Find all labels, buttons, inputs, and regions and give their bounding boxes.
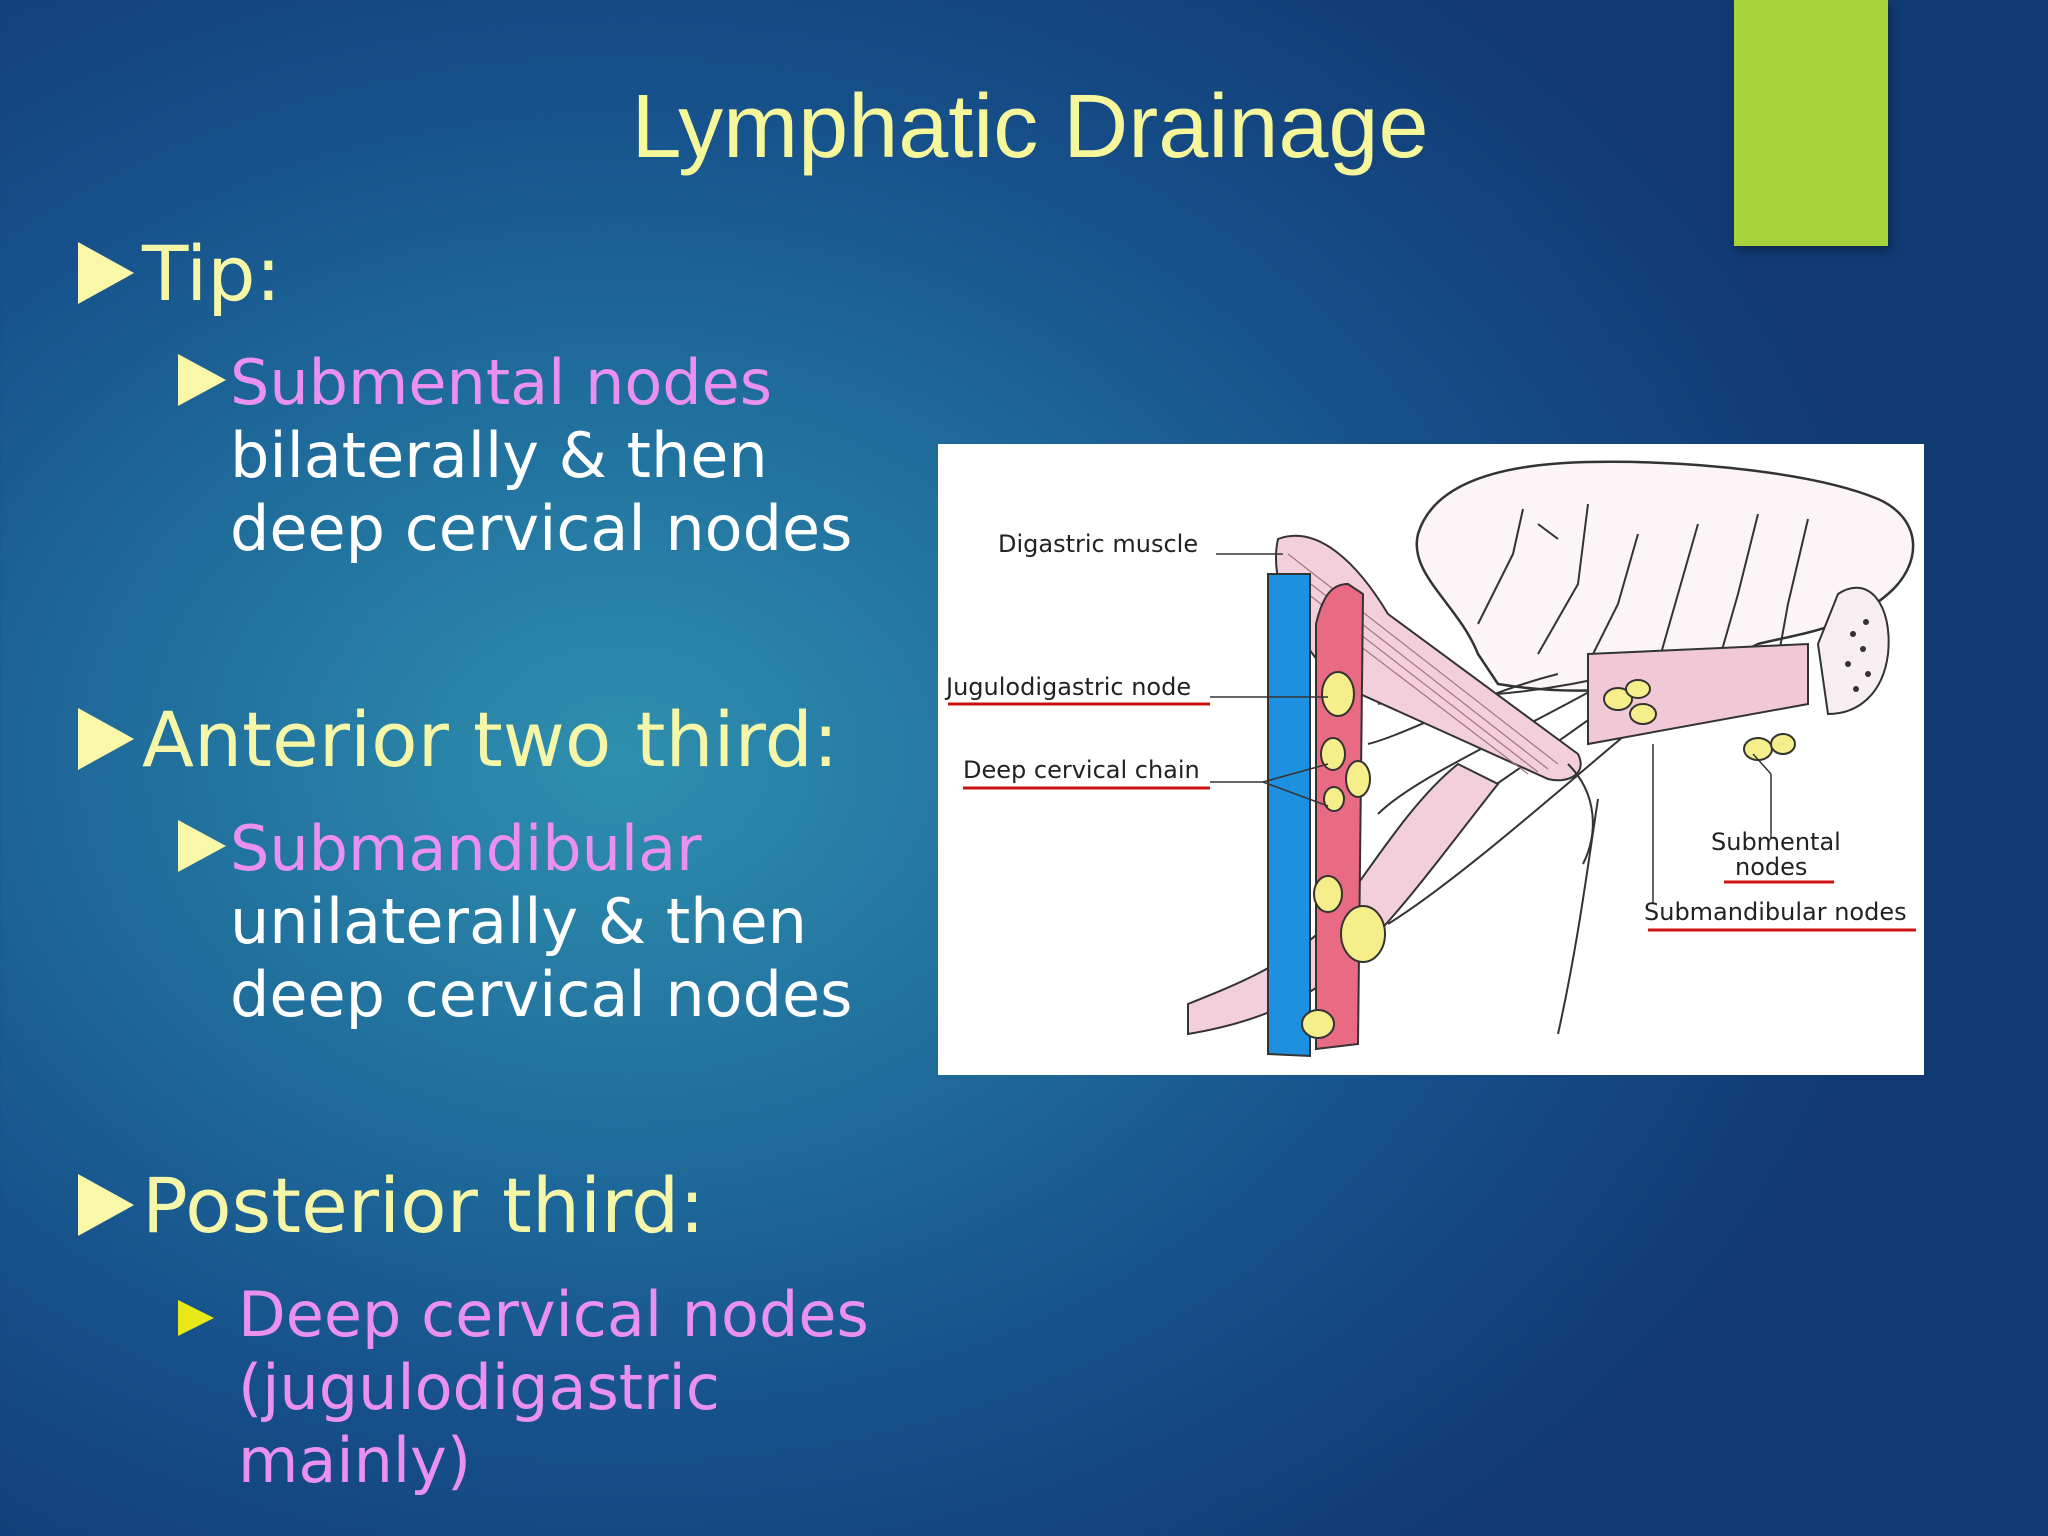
sub-bullet-tip: Submental nodes bilaterally & then deep … (178, 346, 852, 565)
label-pointers (1210, 553, 1772, 904)
label-deep-cervical-chain: Deep cervical chain (963, 756, 1200, 784)
label-submental-1: Submental (1711, 828, 1841, 856)
sub-bullet-highlight: Deep cervical nodes (238, 1278, 869, 1351)
accent-bar (1734, 0, 1888, 246)
label-jugulodigastric: Jugulodigastric node (944, 673, 1191, 701)
sub-bullet-line: deep cervical nodes (230, 958, 853, 1031)
red-underlines (948, 702, 1916, 932)
lymph-drainage-figure: Digastric muscle Jugulodigastric node De… (938, 444, 1924, 1075)
bullet-heading: Anterior two third: (142, 695, 839, 784)
triangle-bullet-icon (78, 708, 134, 770)
bullet-anterior: Anterior two third: (78, 698, 838, 782)
sub-bullet-line: deep cervical nodes (230, 492, 853, 565)
sub-bullet-line: bilaterally & then (230, 419, 768, 492)
sub-bullet-anterior: Submandibular unilaterally & then deep c… (178, 812, 852, 1031)
sub-bullet-highlight: Submandibular (230, 812, 702, 885)
label-submental-2: nodes (1735, 853, 1807, 881)
triangle-bullet-icon (178, 354, 226, 406)
carotid-artery (1315, 582, 1365, 1051)
label-digastric: Digastric muscle (998, 530, 1198, 558)
bullet-tip: Tip: (78, 232, 281, 316)
triangle-bullet-icon (178, 1300, 214, 1336)
bullet-posterior: Posterior third: (78, 1164, 705, 1248)
bullet-heading: Tip: (142, 229, 282, 318)
sub-bullet-posterior: Deep cervical nodes (jugulodigastric mai… (178, 1278, 869, 1497)
internal-jugular-vein (1267, 573, 1311, 1058)
triangle-bullet-icon (78, 1174, 134, 1236)
triangle-bullet-icon (78, 242, 134, 304)
slide-title: Lymphatic Drainage (631, 77, 1429, 177)
anatomy-illustration: Digastric muscle Jugulodigastric node De… (944, 460, 1916, 1058)
sub-bullet-highlight: (jugulodigastric (238, 1351, 720, 1424)
sub-bullet-highlight: mainly) (238, 1424, 472, 1497)
label-submandibular: Submandibular nodes (1644, 898, 1907, 926)
lymph-nodes (1301, 671, 1796, 1039)
triangle-bullet-icon (178, 820, 226, 872)
bone-dots (1845, 619, 1871, 692)
bullet-heading: Posterior third: (142, 1161, 705, 1250)
mandible-symphysis (1816, 586, 1890, 716)
sub-bullet-highlight: Submental nodes (230, 346, 773, 419)
sub-bullet-line: unilaterally & then (230, 885, 807, 958)
